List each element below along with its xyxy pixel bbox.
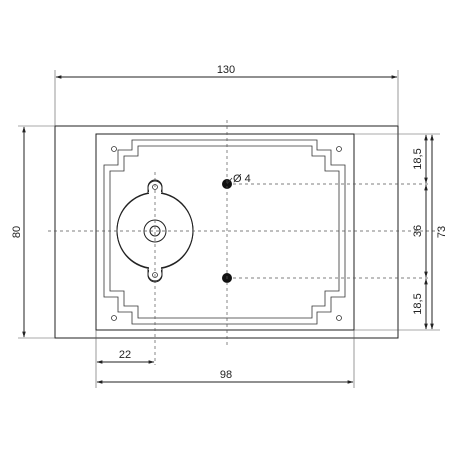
- corner-hole-bl: [111, 315, 117, 321]
- dim-text-73: 73: [436, 226, 448, 238]
- dim-text-80: 80: [11, 226, 23, 238]
- corner-hole-br: [336, 315, 342, 321]
- diameter-leader: [226, 177, 233, 185]
- corner-hole-tr: [336, 146, 342, 152]
- dim-text-top-18-5: 18,5: [412, 148, 424, 169]
- bottom-tab-hole: [152, 272, 158, 278]
- stepped-frame-outer: [103, 139, 346, 325]
- tab-mask-top: [149, 190, 161, 198]
- corner-hole-tl: [111, 146, 117, 152]
- dim-text-diameter: Ø 4: [233, 173, 251, 185]
- inner-plate: [95, 133, 355, 331]
- dim-text-130: 130: [217, 64, 235, 76]
- stepped-frame-inner: [109, 145, 340, 319]
- dim-text-22: 22: [119, 349, 131, 361]
- dim-text-36: 36: [412, 225, 424, 237]
- outer-plate: [54, 125, 399, 339]
- dim-text-98: 98: [220, 369, 232, 381]
- dim-text-bottom-18-5: 18,5: [412, 293, 424, 314]
